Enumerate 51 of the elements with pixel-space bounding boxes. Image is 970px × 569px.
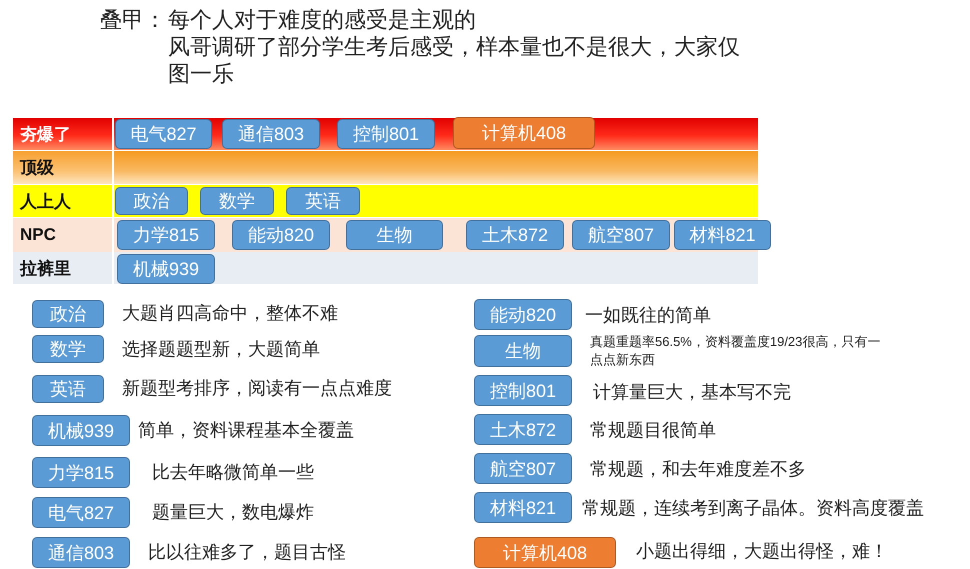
description-text: 大题肖四高命中，整体不难 xyxy=(122,302,338,325)
subject-tag: 能动820 xyxy=(232,220,330,250)
tier-band xyxy=(13,118,758,150)
tier-band xyxy=(13,218,758,252)
note-text: 叠甲： xyxy=(100,6,167,33)
subject-tag: 英语 xyxy=(286,187,360,215)
subject-tag: 政治 xyxy=(115,187,188,215)
subject-tag: 航空807 xyxy=(474,453,572,484)
subject-tag: 力学815 xyxy=(117,220,215,250)
description-text: 常规题，连续考到离子晶体。资料高度覆盖 xyxy=(582,497,924,520)
subject-tag: 生物 xyxy=(346,220,443,250)
description-text: 计算量巨大，基本写不完 xyxy=(593,381,791,404)
subject-tag: 生物 xyxy=(474,335,572,367)
subject-tag: 控制801 xyxy=(474,375,572,406)
subject-tag: 材料821 xyxy=(474,492,572,523)
subject-tag: 机械939 xyxy=(117,254,215,284)
description-text: 简单，资料课程基本全覆盖 xyxy=(138,419,354,442)
tier-band xyxy=(13,185,758,217)
subject-tag: 材料821 xyxy=(674,220,771,250)
subject-tag: 土木872 xyxy=(466,220,564,250)
subject-tag: 电气827 xyxy=(32,497,130,528)
subject-tag: 电气827 xyxy=(115,119,212,149)
subject-tag: 力学815 xyxy=(32,457,130,488)
description-text: 比去年略微简单一些 xyxy=(152,461,314,484)
note-text: 每个人对于难度的感受是主观的 xyxy=(168,6,477,33)
description-text: 常规题，和去年难度差不多 xyxy=(590,458,806,481)
subject-tag: 航空807 xyxy=(572,220,670,250)
note-text: 风哥调研了部分学生考后感受，样本量也不是很大，大家仅图一乐 xyxy=(168,33,741,87)
subject-tag: 机械939 xyxy=(32,415,130,446)
description-text: 小题出得细，大题出得怪，难！ xyxy=(636,540,888,563)
subject-tag: 数学 xyxy=(200,187,274,215)
subject-tag: 通信803 xyxy=(222,119,320,149)
subject-tag: 政治 xyxy=(32,300,104,328)
subject-tag: 土木872 xyxy=(474,414,572,445)
description-text: 一如既往的简单 xyxy=(585,304,711,327)
description-text: 比以往难多了，题目古怪 xyxy=(148,541,346,564)
description-text: 常规题目很简单 xyxy=(590,419,716,442)
description-text: 题量巨大，数电爆炸 xyxy=(152,501,314,524)
tier-label: 顶级 xyxy=(13,151,114,184)
tier-band xyxy=(13,252,758,284)
description-text: 选择题题型新，大题简单 xyxy=(122,338,320,361)
subject-tag: 通信803 xyxy=(32,537,130,568)
subject-tag: 能动820 xyxy=(474,299,572,330)
tier-band xyxy=(13,151,758,184)
subject-tag: 计算机408 xyxy=(474,537,616,568)
subject-tag: 计算机408 xyxy=(453,117,595,149)
description-text: 真题重题率56.5%，资料覆盖度19/23很高，只有一点点新东西 xyxy=(590,333,882,369)
subject-tag: 数学 xyxy=(32,335,104,363)
subject-tag: 英语 xyxy=(32,375,104,403)
subject-tag: 控制801 xyxy=(337,119,435,149)
description-text: 新题型考排序，阅读有一点点难度 xyxy=(122,377,392,400)
